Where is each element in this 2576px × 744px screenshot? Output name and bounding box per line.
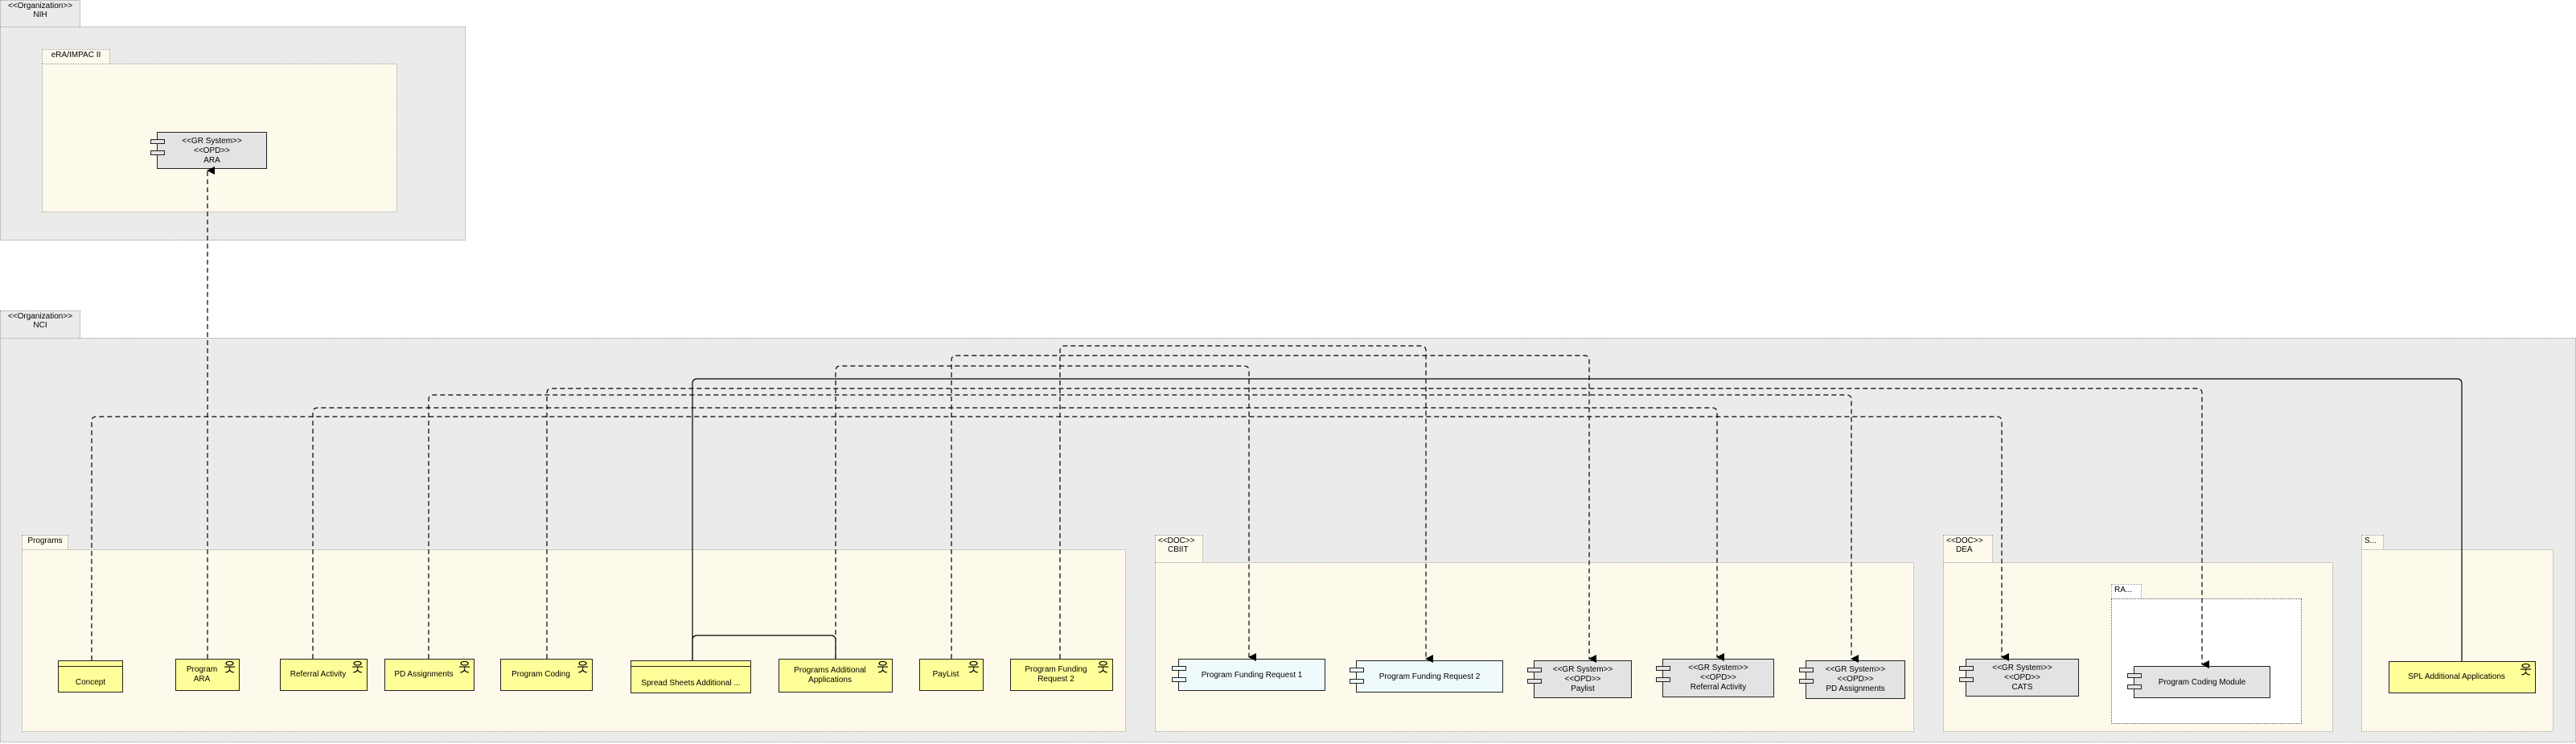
referral-activity-system[interactable]: <<GR System>> <<OPD>> Referral Activity: [1656, 659, 1774, 697]
stick-figure-icon: 웃: [577, 661, 589, 675]
pd-assignments-label: PD Assignments: [394, 670, 454, 679]
component-icon: [1959, 677, 1974, 682]
component-icon: [2127, 684, 2142, 689]
paylist-name: Paylist: [1571, 684, 1595, 693]
component-icon: [1959, 666, 1974, 671]
s-tab: S...: [2361, 535, 2384, 549]
funding-request-2-label-1: Program Funding: [1025, 665, 1087, 674]
era-name: eRA/IMPAC II: [51, 51, 101, 60]
pd-assign-name: PD Assignments: [1826, 684, 1885, 693]
ara-name: ARA: [203, 156, 220, 165]
nih-name: NIH: [33, 10, 47, 19]
programs-name: Programs: [27, 536, 63, 545]
programs-additional-label-1: Programs Additional: [794, 666, 866, 675]
referral-name: Referral Activity: [1690, 683, 1747, 692]
program-coding-module[interactable]: Program Coding Module: [2127, 666, 2270, 698]
dea-stereotype: <<DOC>>: [1946, 536, 1983, 545]
cbiit-stereotype: <<DOC>>: [1158, 536, 1195, 545]
concept-document[interactable]: Concept: [58, 660, 123, 693]
component-icon: [1799, 668, 1814, 672]
cbiit-tab: <<DOC>> CBIIT: [1155, 535, 1203, 562]
pd-assign-stereotype-1: <<GR System>>: [1825, 665, 1886, 674]
stick-figure-icon: 웃: [877, 661, 889, 675]
nci-stereotype: <<Organization>>: [7, 312, 73, 321]
cats-stereotype-2: <<OPD>>: [2003, 673, 2041, 682]
program-ara-label-1: Program: [186, 665, 218, 674]
component-icon: [1350, 668, 1364, 672]
stick-figure-icon: 웃: [2520, 664, 2532, 677]
paylist-actor[interactable]: PayList 웃: [919, 659, 984, 691]
program-ara-actor[interactable]: Program ARA 웃: [175, 659, 240, 691]
cbiit-name: CBIIT: [1168, 545, 1189, 554]
ra-name: RA...: [2114, 586, 2133, 594]
programs-package[interactable]: [22, 549, 1126, 732]
concept-label: Concept: [75, 678, 106, 687]
referral-activity-actor[interactable]: Referral Activity 웃: [280, 659, 368, 691]
ra-tab: RA...: [2111, 584, 2142, 598]
programs-tab: Programs: [22, 535, 68, 549]
program-ara-label-2: ARA: [193, 675, 211, 684]
pd-assignments-system[interactable]: <<GR System>> <<OPD>> PD Assignments: [1799, 660, 1905, 699]
component-icon: [1172, 677, 1186, 682]
cats-name: CATS: [2011, 683, 2033, 692]
ara-stereotype-1: <<GR System>>: [182, 137, 242, 146]
program-coding-module-label: Program Coding Module: [2158, 678, 2246, 687]
document-header-line: [631, 666, 750, 667]
programs-additional-actor[interactable]: Programs Additional Applications 웃: [779, 659, 893, 693]
stick-figure-icon: 웃: [1097, 661, 1109, 675]
component-icon: [1172, 666, 1186, 671]
funding-request-1-label: Program Funding Request 1: [1201, 671, 1303, 680]
ra-package[interactable]: [2111, 598, 2302, 724]
component-icon: [150, 150, 165, 155]
program-coding-actor[interactable]: Program Coding 웃: [500, 659, 593, 691]
funding-request-1-component[interactable]: Program Funding Request 1: [1172, 659, 1325, 691]
component-icon: [1527, 679, 1542, 684]
stick-figure-icon: 웃: [458, 661, 470, 675]
cats-stereotype-1: <<GR System>>: [1992, 664, 2052, 672]
ara-system[interactable]: <<GR System>> <<OPD>> ARA: [150, 132, 267, 169]
funding-request-2-label: Program Funding Request 2: [1378, 672, 1481, 681]
component-icon: [2127, 673, 2142, 678]
stick-figure-icon: 웃: [351, 661, 364, 675]
era-tab: eRA/IMPAC II: [42, 49, 110, 64]
paylist-label: PayList: [932, 670, 959, 679]
component-icon: [1656, 666, 1670, 671]
dea-tab: <<DOC>> DEA: [1943, 535, 1993, 562]
spl-additional-label: SPL Additional Applications: [2408, 672, 2505, 681]
s-name: S...: [2364, 536, 2377, 545]
programs-additional-label-2: Applications: [808, 676, 852, 684]
pd-assign-stereotype-2: <<OPD>>: [1837, 675, 1874, 684]
spl-additional-actor[interactable]: SPL Additional Applications 웃: [2389, 661, 2536, 693]
referral-stereotype-2: <<OPD>>: [1699, 673, 1737, 682]
component-icon: [1799, 679, 1814, 684]
funding-request-2-label-2: Request 2: [1037, 675, 1074, 684]
referral-activity-label: Referral Activity: [290, 670, 347, 679]
ara-stereotype-2: <<OPD>>: [193, 146, 231, 155]
nci-tab: <<Organization>> NCI: [0, 310, 80, 338]
dea-name: DEA: [1956, 545, 1973, 554]
nci-name: NCI: [33, 321, 47, 330]
pd-assignments-actor[interactable]: PD Assignments 웃: [384, 659, 475, 691]
component-icon: [1527, 668, 1542, 672]
paylist-system[interactable]: <<GR System>> <<OPD>> Paylist: [1527, 660, 1632, 698]
s-package[interactable]: [2361, 549, 2553, 732]
stick-figure-icon: 웃: [224, 661, 236, 675]
spreadsheets-document[interactable]: Spread Sheets Additional ...: [631, 660, 751, 693]
nih-tab: <<Organization>> NIH: [0, 0, 80, 27]
stick-figure-icon: 웃: [968, 661, 980, 675]
paylist-stereotype-2: <<OPD>>: [1564, 675, 1601, 684]
component-icon: [150, 139, 165, 144]
program-coding-label: Program Coding: [512, 670, 570, 679]
component-icon: [1350, 679, 1364, 684]
referral-stereotype-1: <<GR System>>: [1688, 664, 1748, 672]
funding-request-2-actor[interactable]: Program Funding Request 2 웃: [1010, 659, 1113, 691]
nih-stereotype: <<Organization>>: [7, 2, 73, 10]
spreadsheets-label: Spread Sheets Additional ...: [641, 679, 741, 688]
cbiit-package[interactable]: [1155, 562, 1914, 732]
component-icon: [1656, 677, 1670, 682]
funding-request-2-component[interactable]: Program Funding Request 2: [1350, 660, 1503, 693]
document-header-line: [59, 666, 122, 667]
paylist-stereotype-1: <<GR System>>: [1552, 665, 1613, 674]
cats-system[interactable]: <<GR System>> <<OPD>> CATS: [1959, 659, 2079, 697]
